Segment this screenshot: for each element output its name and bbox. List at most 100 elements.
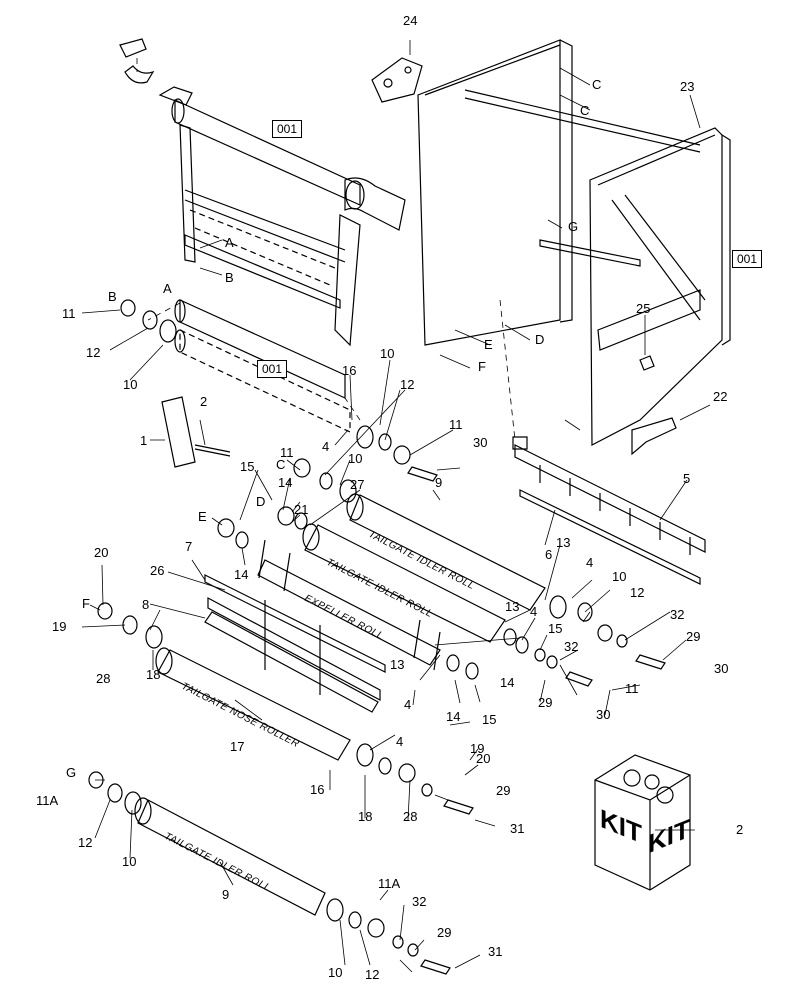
callout-28-left: 28 — [96, 671, 111, 686]
stud-25 — [640, 356, 654, 370]
callout-A-roll: A — [163, 281, 172, 296]
expeller-roll — [258, 540, 440, 670]
callout-11-right: 11 — [625, 681, 639, 696]
callout-11-top-right: 11 — [449, 417, 463, 432]
callout-30-right: 30 — [714, 661, 729, 676]
callout-2-kit: 2 — [736, 822, 744, 837]
callout-F-panel: F — [478, 359, 486, 374]
callout-25: 25 — [636, 301, 651, 316]
callout-1: 1 — [140, 433, 148, 448]
callout-2-pin: 2 — [200, 394, 208, 409]
callout-24: 24 — [403, 13, 418, 28]
callout-13-upper: 13 — [556, 535, 571, 550]
callout-12-top-left: 12 — [86, 345, 101, 360]
callout-D-bearing: D — [256, 494, 266, 509]
callout-29-lower: 29 — [496, 783, 511, 798]
callout-11-top-left: 11 — [62, 306, 76, 321]
plate-1 — [162, 397, 195, 467]
callout-4-mid-right: 4 — [530, 604, 538, 619]
tailgate-nose-roller — [156, 648, 350, 760]
callout-G-panel: G — [568, 219, 579, 234]
callout-12-bottom-left: 12 — [78, 835, 93, 850]
callout-19-left: 19 — [52, 619, 67, 634]
callout-18-lower: 18 — [358, 809, 373, 824]
callout-31-mid: 31 — [510, 821, 525, 836]
callout-E-bearing: E — [198, 509, 207, 524]
callout-C-lower: C — [580, 103, 590, 118]
side-panel-left — [418, 40, 700, 345]
front-frame-assembly — [120, 39, 405, 345]
callout-32-bottom: 32 — [412, 894, 427, 909]
callout-10-top-left: 10 — [123, 377, 138, 392]
callout-B-frame: B — [225, 270, 234, 285]
callout-15-upper: 15 — [240, 459, 255, 474]
side-panel-right — [590, 128, 730, 445]
callout-29-mid: 29 — [538, 695, 553, 710]
callout-10-top-mid: 10 — [380, 346, 395, 361]
callout-28-lower: 28 — [403, 809, 418, 824]
callout-27: 27 — [350, 477, 365, 492]
callout-29-right: 29 — [686, 629, 701, 644]
callout-4-lower: 4 — [404, 697, 412, 712]
callout-32-mid: 32 — [564, 639, 579, 654]
bracket-24 — [372, 58, 422, 102]
callout-20-lower: 20 — [476, 751, 491, 766]
callout-G-bearing: G — [66, 765, 77, 780]
callout-22: 22 — [713, 389, 728, 404]
callout-19-lower: 19 — [470, 741, 485, 756]
callout-32-right: 32 — [670, 607, 685, 622]
callout-A-frame: A — [225, 235, 234, 250]
strip-6 — [520, 490, 700, 584]
callout-12-top-mid: 12 — [400, 377, 415, 392]
callout-29-bottom: 29 — [437, 925, 452, 940]
ref-box-001-middle: 001 — [257, 360, 288, 378]
callout-30-mid: 30 — [596, 707, 611, 722]
callout-14-lower: 14 — [234, 567, 249, 582]
callout-11a-right: 11A — [378, 876, 401, 891]
callout-17: 17 — [230, 739, 245, 754]
callout-11-mid: 11 — [280, 445, 294, 460]
callout-9-lower: 9 — [222, 887, 230, 902]
callout-23: 23 — [680, 79, 695, 94]
callout-F-bearing: F — [82, 596, 90, 611]
callout-14-upper: 14 — [278, 475, 293, 490]
callout-12-right: 12 — [630, 585, 645, 600]
callout-30-top: 30 — [473, 435, 488, 450]
callout-15-bottom: 15 — [482, 712, 497, 727]
callout-4-upper-right: 4 — [586, 555, 594, 570]
callout-11a-left: 11A — [36, 793, 59, 808]
callout-20-left: 20 — [94, 545, 109, 560]
callout-E-panel: E — [484, 337, 493, 352]
callout-13-mid: 13 — [505, 599, 520, 614]
callout-21: 21 — [294, 502, 309, 517]
callout-15-right: 15 — [548, 621, 563, 636]
assembly-guides — [137, 58, 515, 440]
callout-10-bottom: 10 — [328, 965, 343, 980]
callout-9-upper: 9 — [435, 475, 443, 490]
callout-14-mid: 14 — [500, 675, 515, 690]
callout-16-lower: 16 — [310, 782, 325, 797]
callout-D-panel: D — [535, 332, 545, 347]
callout-13-lower: 13 — [390, 657, 405, 672]
callout-5: 5 — [683, 471, 691, 486]
callout-10-bottom-left: 10 — [122, 854, 137, 869]
callout-26: 26 — [150, 563, 165, 578]
bearing-parts — [89, 300, 665, 974]
callout-8: 8 — [142, 597, 150, 612]
callout-B-bearing: B — [108, 289, 117, 304]
callout-C-upper: C — [592, 77, 602, 92]
ref-box-001-top: 001 — [272, 120, 303, 138]
callout-14-bottom: 14 — [446, 709, 461, 724]
callout-18-left: 18 — [146, 667, 161, 682]
callout-6: 6 — [545, 547, 553, 562]
beater-bars-7-8-26 — [205, 575, 385, 712]
callout-C-bearing: C — [276, 457, 286, 472]
tailgate-idler-roll-lower — [135, 798, 325, 915]
callout-4-top: 4 — [322, 439, 330, 454]
callout-4-nose: 4 — [396, 734, 404, 749]
callout-7: 7 — [185, 539, 193, 554]
callout-10-right: 10 — [612, 569, 627, 584]
crossbar-5 — [513, 437, 705, 555]
bracket-22 — [632, 418, 676, 454]
